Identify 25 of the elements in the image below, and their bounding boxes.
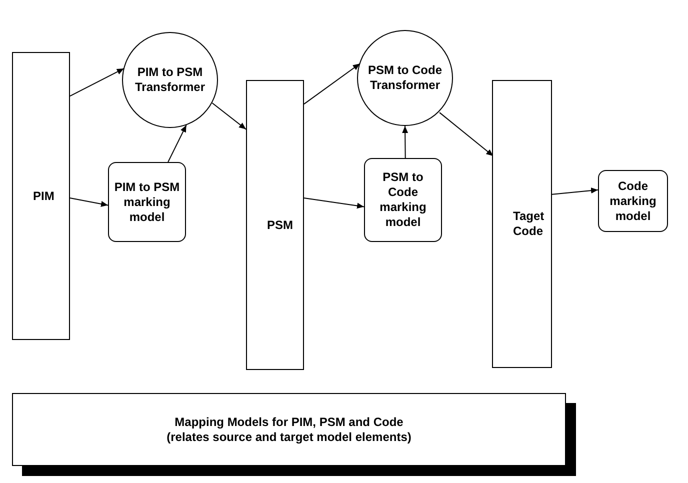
arrow <box>212 102 246 130</box>
arrow <box>304 63 360 105</box>
node-label: Mapping Models for PIM, PSM and Code <box>174 414 404 430</box>
node-label: PIM to PSM Transformer <box>134 65 206 95</box>
node-label: (relates source and target model elements) <box>166 430 412 444</box>
node-label: PIM to PSM marking model <box>113 180 181 224</box>
node-label: Code marking model <box>608 178 658 224</box>
arrow <box>552 188 598 195</box>
marking-model-box <box>598 170 668 232</box>
model-bar <box>492 80 552 368</box>
node-label: PSM <box>266 218 294 232</box>
arrow <box>304 198 364 209</box>
node-label: PSM to Code marking model <box>378 170 428 230</box>
model-bar <box>246 80 304 370</box>
node-label: PIM <box>32 188 56 204</box>
marking-model-box <box>108 162 186 242</box>
arrow <box>168 124 187 162</box>
arrow <box>70 198 108 207</box>
arrow <box>70 68 124 97</box>
node-label: Taget Code <box>512 209 546 239</box>
arrow <box>439 112 494 157</box>
model-bar <box>12 52 70 340</box>
node-label: PSM to Code Transformer <box>367 63 443 93</box>
marking-model-box <box>364 158 442 242</box>
arrow <box>402 126 408 158</box>
